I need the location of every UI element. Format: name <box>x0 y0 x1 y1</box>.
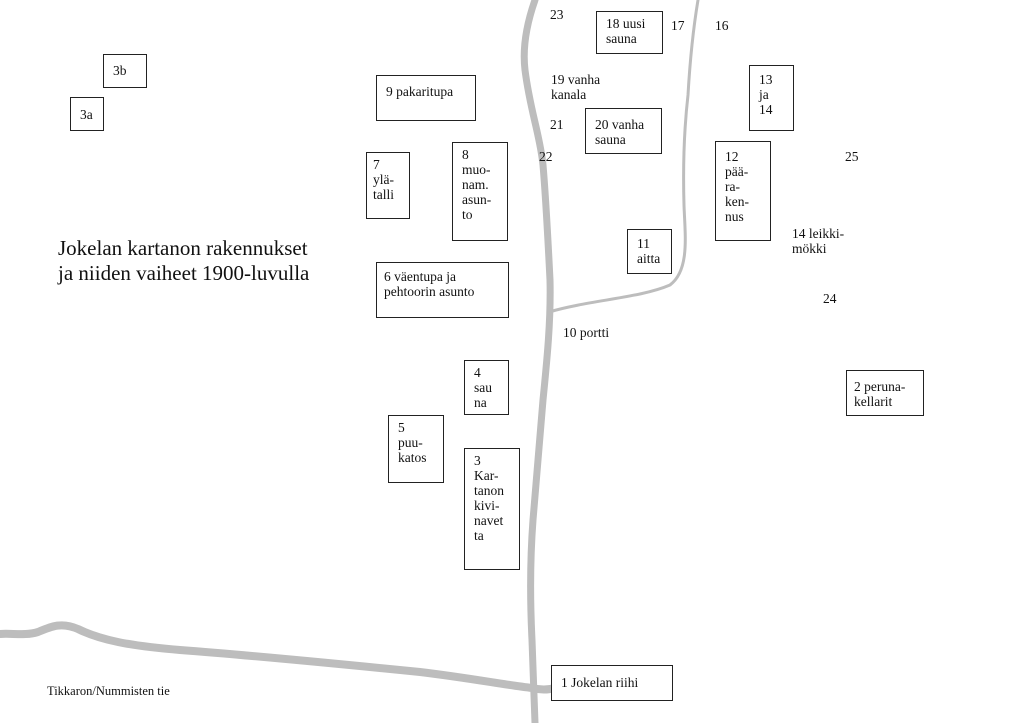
building-label: 18 uusi sauna <box>606 16 646 46</box>
building-3[interactable]: 3 Kar- tanon kivi- navet ta <box>464 448 520 570</box>
yard-path <box>547 0 700 314</box>
building-label: 12 pää- ra- ken- nus <box>725 149 749 224</box>
building-label: 8 muo- nam. asun- to <box>462 147 492 222</box>
building-label: 11 aitta <box>637 236 661 266</box>
main-road <box>520 0 554 723</box>
building-3b[interactable]: 3b <box>103 54 147 88</box>
building-1[interactable]: 1 Jokelan riihi <box>551 665 673 701</box>
building-3a[interactable]: 3a <box>70 97 104 131</box>
building-5[interactable]: 5 puu- katos <box>388 415 444 483</box>
building-label: 2 peruna- kellarit <box>854 379 906 409</box>
building-label: 3a <box>80 107 93 122</box>
label-22: 22 <box>539 149 553 164</box>
building-12[interactable]: 12 pää- ra- ken- nus <box>715 141 771 241</box>
road-label: Tikkaron/Nummisten tie <box>47 684 170 698</box>
building-label: 20 vanha sauna <box>595 117 645 147</box>
building-label: 6 väentupa ja pehtoorin asunto <box>384 269 475 299</box>
label-25: 25 <box>845 149 859 164</box>
building-6[interactable]: 6 väentupa ja pehtoorin asunto <box>376 262 509 318</box>
label-19: 19 vanha kanala <box>551 72 601 102</box>
building-11[interactable]: 11 aitta <box>627 229 672 274</box>
building-label: 4 sau na <box>474 365 492 410</box>
building-9[interactable]: 9 pakaritupa <box>376 75 476 121</box>
building-18[interactable]: 18 uusi sauna <box>596 11 663 54</box>
building-13-14[interactable]: 13 ja 14 <box>749 65 794 131</box>
map-title: Jokelan kartanon rakennukset ja niiden v… <box>58 236 310 285</box>
building-4[interactable]: 4 sau na <box>464 360 509 415</box>
building-label: 3 Kar- tanon kivi- navet ta <box>474 453 504 543</box>
building-20[interactable]: 20 vanha sauna <box>585 108 662 154</box>
label-16: 16 <box>715 18 729 33</box>
building-7[interactable]: 7 ylä- talli <box>366 152 410 219</box>
west-road <box>0 621 559 694</box>
building-2[interactable]: 2 peruna- kellarit <box>846 370 924 416</box>
building-label: 13 ja 14 <box>759 72 773 117</box>
label-24: 24 <box>823 291 837 306</box>
label-21: 21 <box>550 117 564 132</box>
label-14: 14 leikki- mökki <box>792 226 845 256</box>
label-23: 23 <box>550 7 564 22</box>
building-label: 5 puu- katos <box>398 420 427 465</box>
label-10: 10 portti <box>563 325 610 340</box>
building-label: 1 Jokelan riihi <box>561 675 639 690</box>
building-label: 7 ylä- talli <box>373 157 394 202</box>
label-17: 17 <box>671 18 685 33</box>
building-label: 9 pakaritupa <box>386 84 454 99</box>
building-label: 3b <box>113 63 127 78</box>
building-8[interactable]: 8 muo- nam. asun- to <box>452 142 508 241</box>
